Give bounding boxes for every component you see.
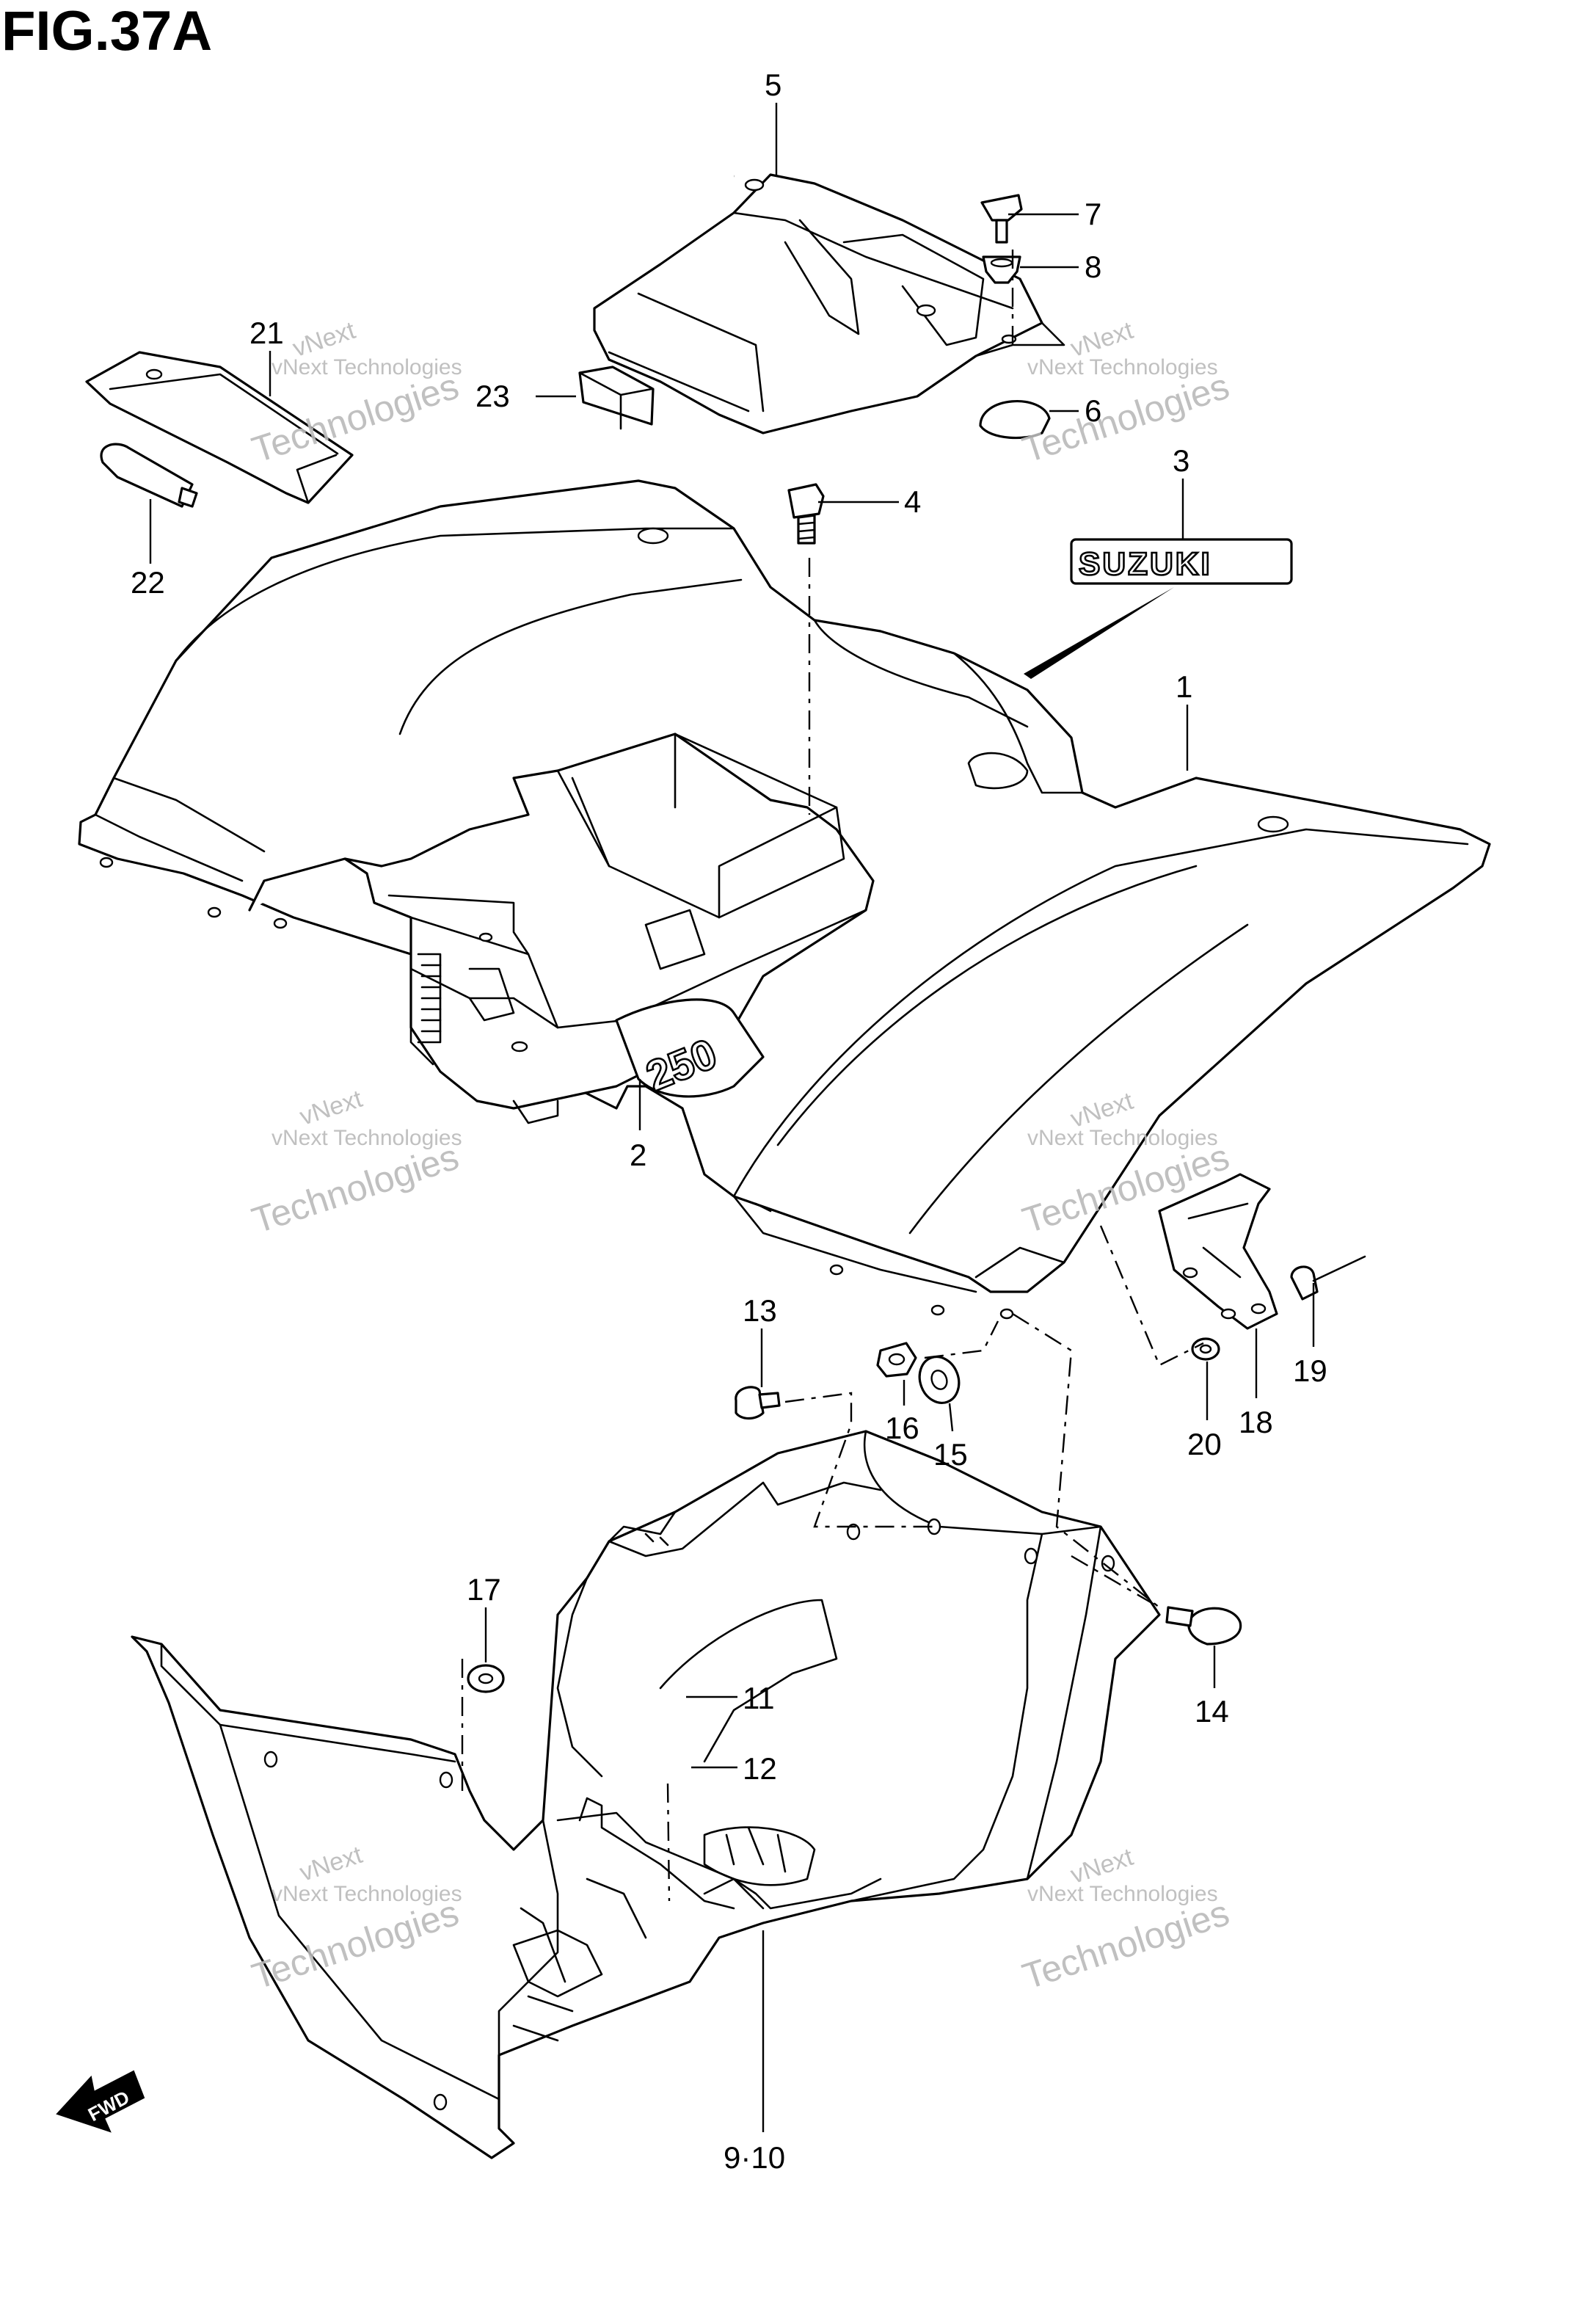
callout-4: 4 [904,484,921,519]
callout-11: 11 [743,1681,775,1715]
callout-18: 18 [1239,1405,1273,1439]
part-7-bolt [980,194,1023,244]
watermark-middle-left: vNext vNext Technologies Technologies [247,1085,464,1241]
svg-text:vNext Technologies: vNext Technologies [1027,1882,1218,1906]
fwd-direction-arrow: FWD [56,2070,145,2133]
callout-17: 17 [467,1572,501,1607]
callout-14: 14 [1195,1694,1229,1728]
part-3-emblem: SUZUKI [1024,538,1293,679]
callout-2: 2 [630,1138,646,1172]
assembly-lines [461,250,1204,1902]
watermark-bottom-right: vNext vNext Technologies Technologies [1018,1843,1234,1997]
svg-text:vNext Technologies: vNext Technologies [1027,1126,1218,1150]
part-14-bolt [1165,1606,1242,1646]
callout-8: 8 [1085,250,1101,284]
part-4-bolt [787,483,825,545]
callout-20: 20 [1187,1427,1222,1461]
svg-text:Technologies: Technologies [1018,1892,1234,1997]
part-8-clip-nut [982,255,1021,284]
callout-numbers: 5 7 8 21 23 6 22 4 3 1 2 13 16 15 20 18 … [131,68,1327,2175]
part-23-pad [578,366,655,430]
part-5-top-cover [593,173,1065,435]
callout-7: 7 [1085,197,1101,231]
svg-text:Technologies: Technologies [247,1136,464,1241]
svg-text:vNext Technologies: vNext Technologies [272,1126,462,1150]
emblem-pointer [1024,587,1174,679]
part-16-nut [876,1342,917,1378]
callout-22: 22 [131,565,165,600]
part-9-10-footrest [131,1430,1161,2159]
svg-text:vNext Technologies: vNext Technologies [1027,355,1218,379]
callout-13: 13 [743,1293,777,1328]
part-2-storage-box: 250 [248,733,875,1124]
part-19-screw [1290,1255,1366,1301]
watermark-top-right: vNext vNext Technologies Technologies [1018,316,1234,470]
leader-lines [149,103,1315,2132]
svg-text:vNext Technologies: vNext Technologies [272,1882,462,1906]
part-21-plate [85,351,354,504]
callout-1: 1 [1176,669,1192,704]
part-22-rod [100,443,198,508]
svg-text:vNext: vNext [296,1085,366,1131]
callout-23: 23 [475,379,510,413]
callout-12: 12 [743,1751,777,1786]
part-18-bracket [1158,1173,1278,1330]
callout-16: 16 [885,1411,919,1445]
part-13-screw [735,1386,781,1420]
callout-3: 3 [1173,443,1189,478]
callout-5: 5 [765,68,781,102]
callout-15: 15 [933,1437,968,1472]
figure-title: FIG.37A [1,0,212,62]
callout-9-10: 9·10 [724,2140,785,2175]
part-6-cap [979,400,1051,440]
callout-21: 21 [249,316,284,350]
callout-6: 6 [1085,393,1101,428]
callout-19: 19 [1293,1353,1327,1388]
svg-text:vNext Technologies: vNext Technologies [272,355,462,379]
emblem-brand-text: SUZUKI [1079,546,1212,582]
